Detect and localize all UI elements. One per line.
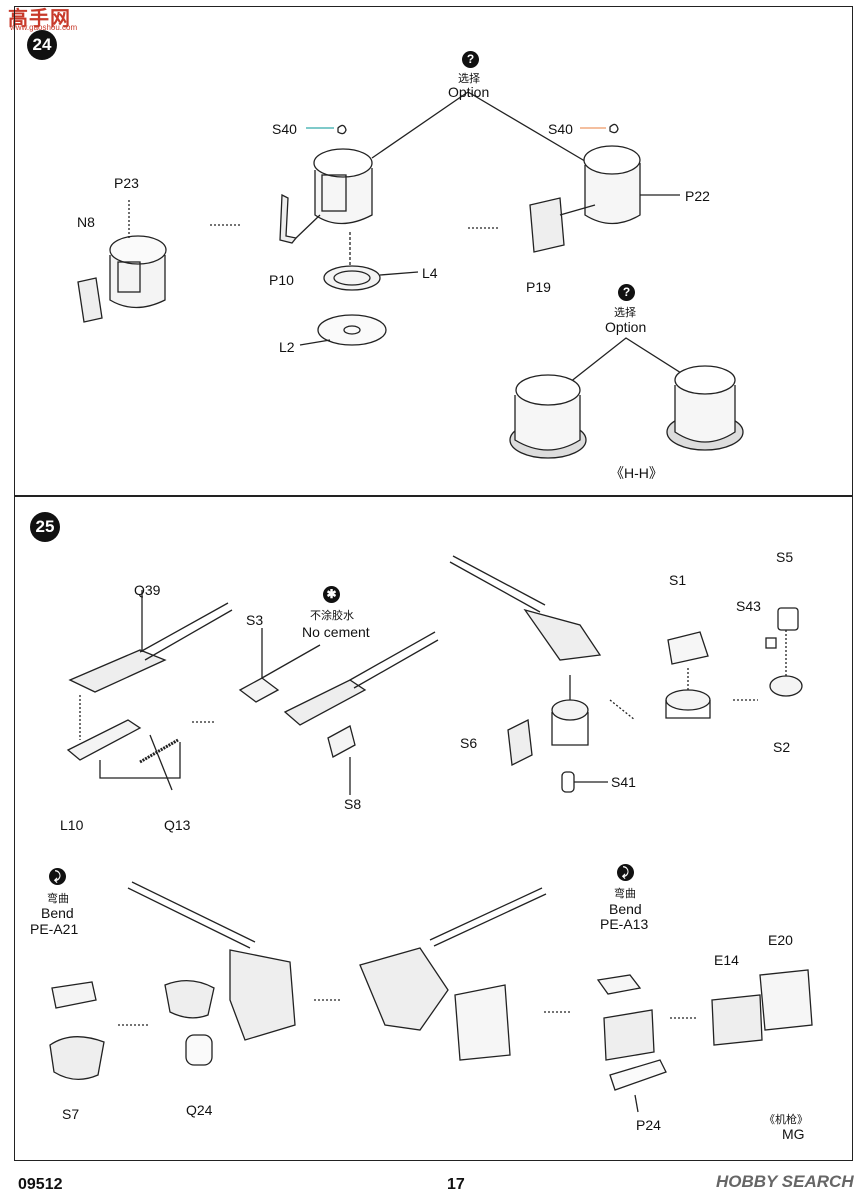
- hobby-search-watermark: HOBBY SEARCH: [716, 1172, 854, 1191]
- mg-assembly-4: [127, 881, 296, 1041]
- question-icon: ?: [462, 51, 479, 68]
- option-cn-2: 选择: [614, 307, 636, 319]
- part-l10: L10: [60, 817, 84, 833]
- kit-code: 09512: [18, 1176, 63, 1193]
- part-s40-left: S40: [272, 121, 297, 137]
- part-s6: S6: [460, 735, 478, 751]
- mg-assembly-5: [359, 887, 547, 1061]
- bend-cn-1: 弯曲: [47, 893, 69, 905]
- watermark-url: www.gaoshou.com: [10, 23, 78, 32]
- bend-icon: ⤸: [617, 864, 634, 881]
- part-e20: E20: [768, 932, 793, 948]
- part-l2: L2: [279, 339, 295, 355]
- bend-icon: ⤸: [49, 868, 66, 885]
- bend-cn-2: 弯曲: [614, 888, 636, 900]
- part-q13: Q13: [164, 817, 191, 833]
- turret-center: [313, 148, 373, 225]
- bend-en-1: Bend: [41, 905, 74, 921]
- option-en: Option: [448, 84, 490, 100]
- step-number-25: 25: [30, 512, 60, 542]
- mg-cn: 《机枪》: [764, 1114, 808, 1126]
- mg-en: MG: [782, 1126, 805, 1142]
- step-number-24: 24: [27, 30, 57, 60]
- part-pe-a21: PE-A21: [30, 921, 79, 937]
- no-cement-icon: ✱: [323, 586, 340, 603]
- part-s7: S7: [62, 1106, 80, 1122]
- turret-option-a: [509, 374, 587, 459]
- watermark-logo: 高手网: [8, 8, 71, 30]
- part-p23: P23: [114, 175, 139, 191]
- turret-p23: [109, 235, 167, 309]
- part-s41: S41: [611, 774, 636, 790]
- mg-q39: [68, 602, 233, 693]
- part-s1: S1: [669, 572, 687, 588]
- option-en-2: Option: [605, 319, 647, 335]
- part-s43: S43: [736, 598, 761, 614]
- part-p24: P24: [636, 1117, 661, 1133]
- no-cement-en: No cement: [302, 624, 370, 640]
- part-l4: L4: [422, 265, 438, 281]
- turret-p22: [583, 145, 641, 225]
- step-24-panel: [14, 6, 853, 496]
- part-s8: S8: [344, 796, 362, 812]
- part-p22: P22: [685, 188, 710, 204]
- part-s2: S2: [773, 739, 791, 755]
- part-s5: S5: [776, 549, 794, 565]
- part-s40-right: S40: [548, 121, 573, 137]
- no-cement-cn: 不涂胶水: [310, 610, 354, 622]
- mg-assembly-2: [283, 631, 439, 726]
- option-cn: 选择: [458, 73, 480, 85]
- step-25-panel: [14, 496, 853, 1161]
- part-pe-a13: PE-A13: [600, 916, 649, 932]
- part-s3: S3: [246, 612, 264, 628]
- part-e14: E14: [714, 952, 739, 968]
- page-number: 17: [447, 1176, 465, 1193]
- part-p10: P10: [269, 272, 294, 288]
- part-p19: P19: [526, 279, 551, 295]
- turret-option-b: [666, 365, 744, 451]
- question-icon: ?: [618, 284, 635, 301]
- bend-en-2: Bend: [609, 901, 642, 917]
- part-n8: N8: [77, 214, 95, 230]
- mg-assembly-3: [449, 555, 602, 746]
- part-q24: Q24: [186, 1102, 213, 1118]
- part-q39: Q39: [134, 582, 161, 598]
- view-label-hh: 《H-H》: [610, 465, 663, 481]
